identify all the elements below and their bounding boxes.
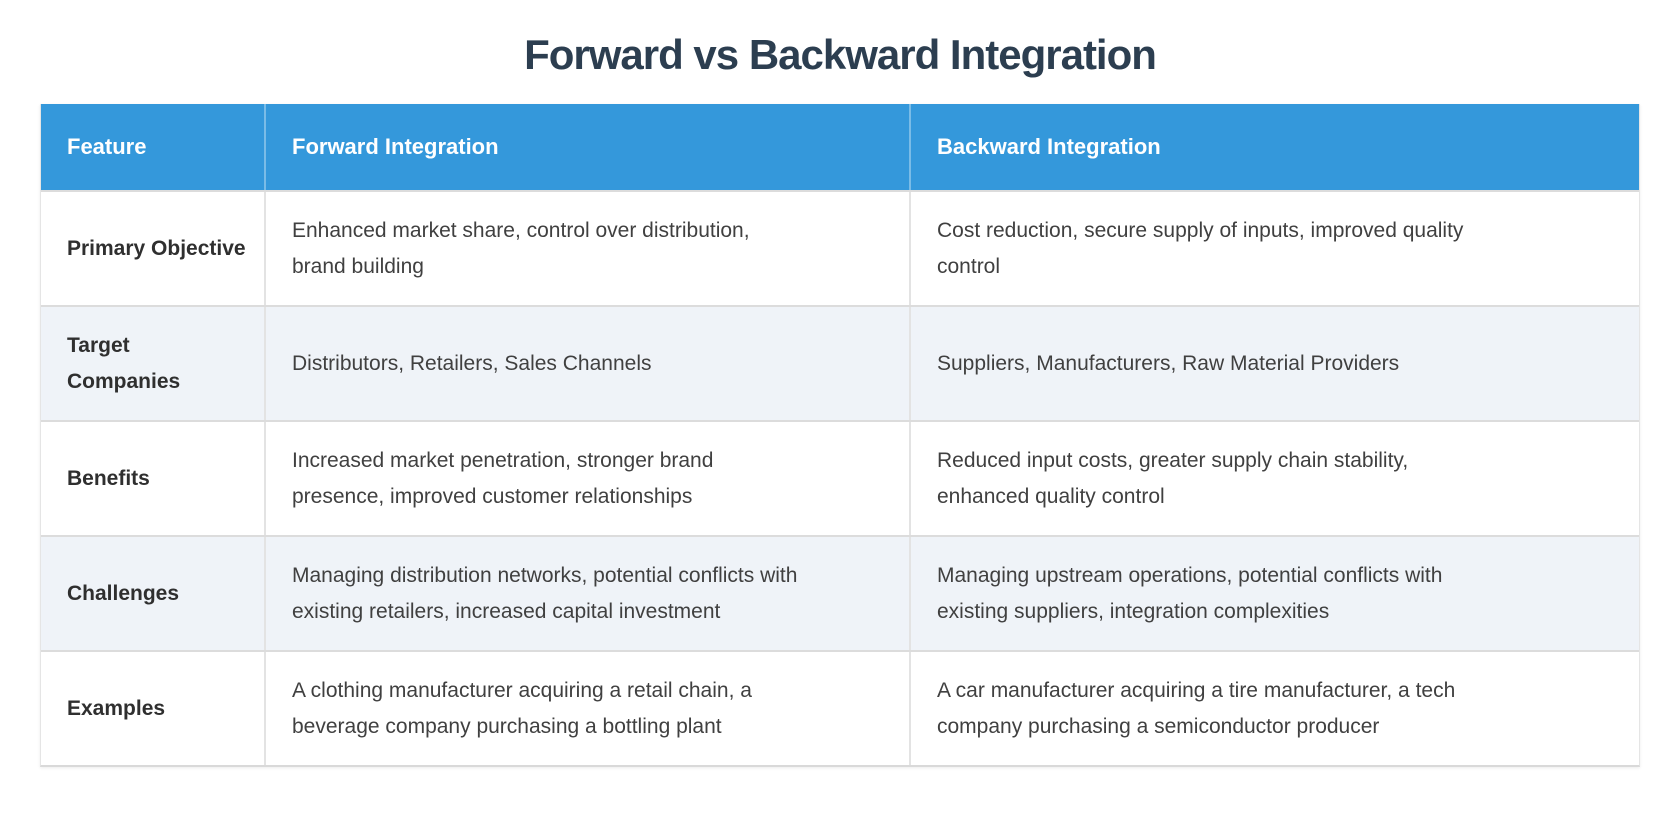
table-row-examples: Examples A clothing manufacturer acquiri… [41, 650, 1639, 765]
row-label: Benefits [67, 466, 150, 490]
forward-cell: Increased market penetration, stronger b… [264, 422, 909, 535]
row-label: Target Companies [67, 333, 181, 393]
backward-cell: Suppliers, Manufacturers, Raw Material P… [909, 307, 1639, 420]
forward-cell: Managing distribution networks, potentia… [264, 537, 909, 650]
table-row-benefits: Benefits Increased market penetration, s… [41, 420, 1639, 535]
row-label: Primary Objective [67, 236, 246, 260]
backward-cell: A car manufacturer acquiring a tire manu… [909, 652, 1639, 765]
column-header-backward-integration: Backward Integration [909, 104, 1639, 190]
backward-cell: Cost reduction, secure supply of inputs,… [909, 192, 1639, 305]
backward-cell: Reduced input costs, greater supply chai… [909, 422, 1639, 535]
table-header-row: Feature Forward Integration Backward Int… [41, 104, 1639, 190]
column-header-forward-integration: Forward Integration [264, 104, 909, 190]
table-row-primary-objective: Primary Objective Enhanced market share,… [41, 190, 1639, 305]
backward-cell: Managing upstream operations, potential … [909, 537, 1639, 650]
page-title: Forward vs Backward Integration [524, 31, 1157, 78]
row-label: Examples [67, 696, 166, 720]
comparison-table: Feature Forward Integration Backward Int… [40, 104, 1640, 767]
forward-cell: Distributors, Retailers, Sales Channels [264, 307, 909, 420]
column-header-feature: Feature [67, 134, 147, 159]
forward-cell: A clothing manufacturer acquiring a reta… [264, 652, 909, 765]
forward-cell: Enhanced market share, control over dist… [264, 192, 909, 305]
page-container: Forward vs Backward Integration Feature … [0, 32, 1680, 767]
table-row-target-companies: Target Companies Distributors, Retailers… [41, 305, 1639, 420]
row-label: Challenges [67, 581, 180, 605]
table-row-challenges: Challenges Managing distribution network… [41, 535, 1639, 650]
